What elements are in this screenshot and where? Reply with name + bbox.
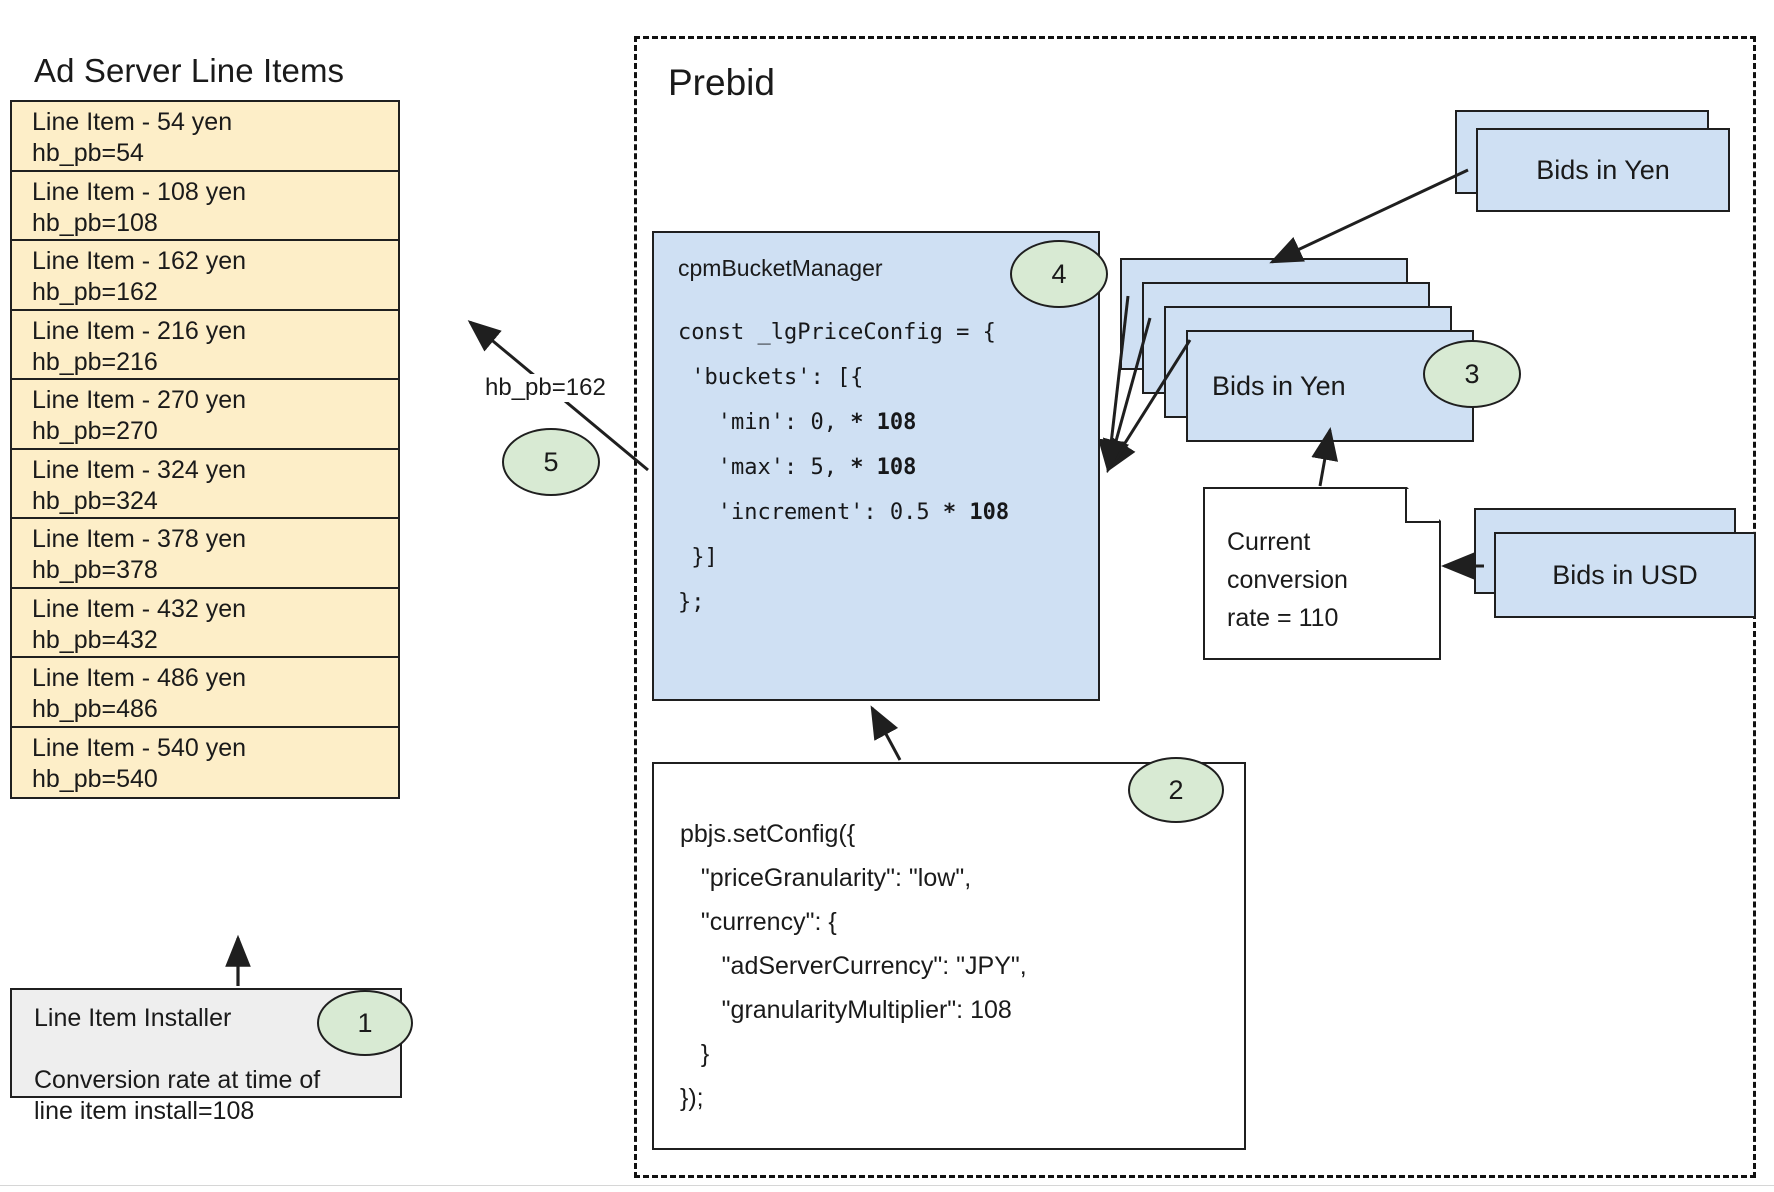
line-item-title: Line Item - 432 yen <box>32 594 247 623</box>
list-item: Line Item - 270 yen hb_pb=270 <box>12 380 398 450</box>
list-item: Line Item - 216 yen hb_pb=216 <box>12 311 398 380</box>
line-item-title: Line Item - 54 yen <box>32 108 233 136</box>
line-item-key: hb_pb=324 <box>32 486 158 515</box>
set-config-box: pbjs.setConfig({ "priceGranularity": "lo… <box>652 762 1246 1150</box>
line-item-key: hb_pb=432 <box>32 625 158 654</box>
code-line: }); <box>680 1084 704 1112</box>
note-line-1: Current <box>1227 528 1311 556</box>
bids-in-yen-stack-label: Bids in Yen <box>1212 370 1346 401</box>
installer-note-line-1: Conversion rate at time of <box>34 1066 321 1094</box>
line-item-title: Line Item - 270 yen <box>32 386 247 414</box>
line-items-list: Line Item - 54 yen hb_pb=54 Line Item - … <box>10 100 400 799</box>
line-item-title: Line Item - 378 yen <box>32 525 247 553</box>
conversion-rate-note: Current conversion rate = 110 <box>1203 487 1441 660</box>
page-bottom-divider <box>0 1185 1774 1186</box>
line-item-title: Line Item - 540 yen <box>32 733 247 762</box>
code-line: 'buckets': [{ <box>678 365 864 390</box>
line-item-key: hb_pb=162 <box>32 278 158 306</box>
note-line-2: conversion <box>1227 566 1348 594</box>
line-item-key: hb_pb=54 <box>32 139 144 167</box>
note-fold-corner-icon <box>1405 487 1441 523</box>
bids-in-usd-card-front: Bids in USD <box>1494 532 1756 618</box>
code-line: "granularityMultiplier": 108 <box>680 996 1012 1024</box>
code-line: "adServerCurrency": "JPY", <box>680 952 1027 980</box>
note-text: Current conversion rate = 110 <box>1203 487 1441 637</box>
list-item: Line Item - 54 yen hb_pb=54 <box>12 102 398 172</box>
code-line: 'increment': 0.5 * 108 <box>678 500 1010 525</box>
page-title: Ad Server Line Items <box>34 52 345 89</box>
note-background <box>1203 487 1441 660</box>
installer-note: Conversion rate at time of line item ins… <box>34 1065 400 1127</box>
code-line: pbjs.setConfig({ <box>680 820 856 848</box>
arrow-label-hb-pb: hb_pb=162 <box>483 374 608 402</box>
line-item-title: Line Item - 162 yen <box>32 247 247 275</box>
line-item-title: Line Item - 324 yen <box>32 455 247 484</box>
code-line: const _lgPriceConfig = { <box>678 320 996 345</box>
step-badge-4: 4 <box>1010 240 1108 308</box>
line-item-key: hb_pb=378 <box>32 556 158 584</box>
list-item: Line Item - 378 yen hb_pb=378 <box>12 519 398 589</box>
step-badge-1: 1 <box>317 990 413 1056</box>
bids-in-usd-label: Bids in USD <box>1552 559 1698 590</box>
list-item: Line Item - 162 yen hb_pb=162 <box>12 241 398 311</box>
list-item: Line Item - 432 yen hb_pb=432 <box>12 589 398 658</box>
code-line: 'max': 5, * 108 <box>678 455 917 480</box>
step-badge-5: 5 <box>502 428 600 496</box>
code-line: } <box>680 1040 710 1068</box>
line-item-key: hb_pb=486 <box>32 695 158 723</box>
code-line: "priceGranularity": "low", <box>680 864 972 892</box>
bids-in-yen-label: Bids in Yen <box>1536 154 1670 185</box>
list-item: Line Item - 486 yen hb_pb=486 <box>12 658 398 728</box>
prebid-label: Prebid <box>668 62 775 103</box>
line-item-key: hb_pb=270 <box>32 417 158 445</box>
line-item-key: hb_pb=108 <box>32 208 158 237</box>
cpm-bucket-manager-box: cpmBucketManager const _lgPriceConfig = … <box>652 231 1100 701</box>
note-line-3: rate = 110 <box>1227 604 1339 632</box>
line-item-key: hb_pb=216 <box>32 347 158 376</box>
code-line: }] <box>678 545 718 570</box>
step-badge-2: 2 <box>1128 757 1224 823</box>
bids-in-yen-card-front: Bids in Yen <box>1476 128 1730 212</box>
list-item: Line Item - 540 yen hb_pb=540 <box>12 728 398 798</box>
step-badge-3: 3 <box>1423 340 1521 408</box>
code-line: }; <box>678 590 705 615</box>
line-item-title: Line Item - 486 yen <box>32 664 247 692</box>
list-item: Line Item - 108 yen hb_pb=108 <box>12 172 398 241</box>
installer-note-line-2: line item install=108 <box>34 1097 255 1125</box>
code-line: 'min': 0, * 108 <box>678 410 917 435</box>
line-item-title: Line Item - 216 yen <box>32 316 247 345</box>
line-item-key: hb_pb=540 <box>32 764 158 793</box>
list-item: Line Item - 324 yen hb_pb=324 <box>12 450 398 519</box>
code-line: "currency": { <box>680 908 837 936</box>
cpm-bucket-manager-title: cpmBucketManager <box>678 255 883 281</box>
installer-title: Line Item Installer <box>34 1004 232 1032</box>
line-item-title: Line Item - 108 yen <box>32 177 247 206</box>
